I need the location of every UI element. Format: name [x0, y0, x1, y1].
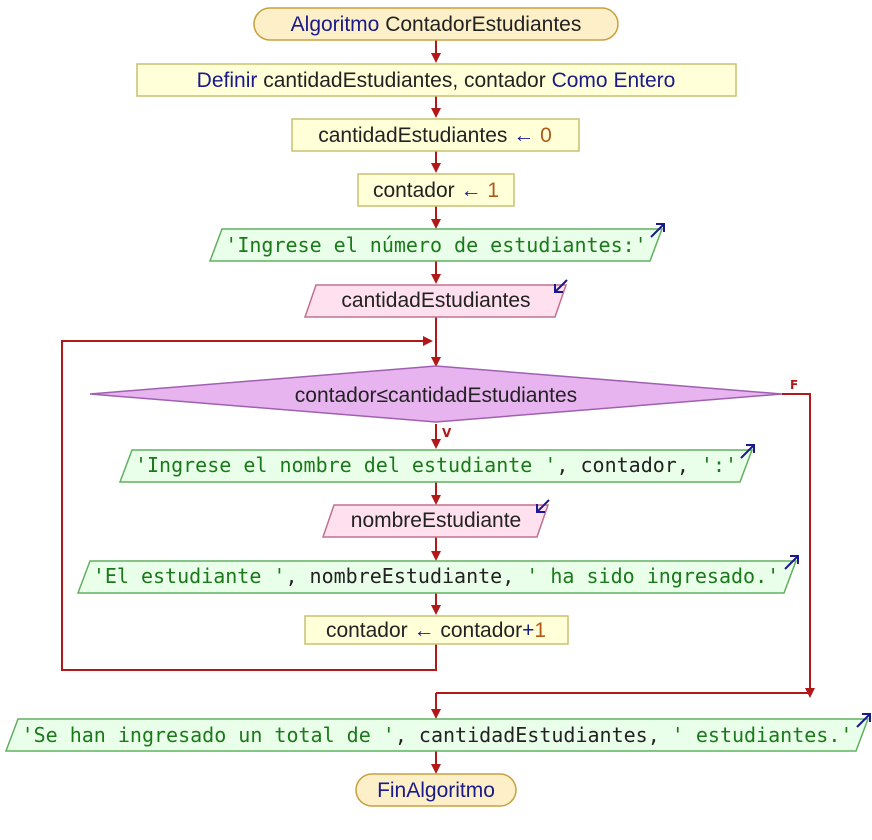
output-total: 'Se han ingresado un total de ', cantida…: [4, 713, 871, 752]
output-string-1: 'El estudiante ': [93, 564, 286, 588]
output-middle: , contador,: [556, 453, 701, 477]
output-text: 'Ingrese el número de estudiantes:': [225, 233, 646, 257]
output-arrow-icon: [856, 713, 871, 728]
svg-text:contador ← 1: contador ← 1: [373, 179, 499, 202]
output-confirmation: 'El estudiante ', nombreEstudiante, ' ha…: [76, 555, 799, 594]
fin-algoritmo-keyword: FinAlgoritmo: [377, 779, 495, 802]
output-prompt-count: 'Ingrese el número de estudiantes:': [208, 223, 665, 262]
end-terminal: FinAlgoritmo: [355, 773, 517, 807]
output-prompt-name: 'Ingrese el nombre del estudiante ', con…: [118, 444, 755, 483]
true-label: V: [442, 426, 452, 440]
assign-expr: contador: [440, 619, 522, 642]
false-branch-connector: [782, 393, 811, 693]
algorithm-name: ContadorEstudiantes: [385, 13, 581, 36]
algoritmo-keyword: Algoritmo: [291, 13, 380, 36]
type-keyword: Entero: [613, 69, 675, 92]
svg-text:'Ingrese el nombre del estudia: 'Ingrese el nombre del estudiante ', con…: [135, 453, 737, 477]
output-arrow-icon: [740, 444, 755, 459]
assign-var: cantidadEstudiantes: [318, 124, 507, 147]
output-arrow-icon: [650, 223, 665, 238]
define-process: Definir cantidadEstudiantes, contador Co…: [136, 63, 737, 97]
svg-text:Definir cantidadEstudiantes, c: Definir cantidadEstudiantes, contador Co…: [197, 69, 676, 92]
assign-value: 0: [540, 124, 552, 147]
start-terminal: Algoritmo ContadorEstudiantes: [253, 7, 619, 41]
input-arrow-icon: [554, 279, 568, 293]
definir-keyword: Definir: [197, 69, 258, 92]
output-string-2: ' estudiantes.': [672, 723, 853, 747]
input-text: cantidadEstudiantes: [341, 289, 530, 312]
input-nombre: nombreEstudiante: [321, 499, 550, 538]
svg-text:'Se han ingresado un total de: 'Se han ingresado un total de ', cantida…: [22, 723, 853, 747]
connectors: [61, 40, 815, 774]
input-cantidad: cantidadEstudiantes: [303, 279, 568, 318]
increment-process: contador ← contador+1: [304, 615, 569, 645]
assign-var: contador: [326, 619, 408, 642]
assign-value: 1: [487, 179, 499, 202]
output-arrow-icon: [784, 555, 799, 570]
output-string-1: 'Se han ingresado un total de ': [22, 723, 395, 747]
assign-arrow: ←: [414, 619, 435, 642]
output-middle: , nombreEstudiante,: [285, 564, 526, 588]
assign-arrow: ←: [461, 179, 482, 202]
input-arrow-icon: [536, 499, 550, 513]
false-label: F: [790, 378, 798, 392]
while-condition: contador≤cantidadEstudiantes V F: [89, 365, 798, 440]
input-text: nombreEstudiante: [351, 509, 521, 532]
plus-operator: +: [522, 619, 534, 642]
output-string-1: 'Ingrese el nombre del estudiante ': [135, 453, 556, 477]
define-vars: cantidadEstudiantes, contador: [263, 69, 546, 92]
assign-contador-process: contador ← 1: [357, 173, 515, 207]
assign-var: contador: [373, 179, 455, 202]
output-string-2: ':': [701, 453, 737, 477]
svg-text:'El estudiante ', nombreEstudi: 'El estudiante ', nombreEstudiante, ' ha…: [93, 564, 779, 588]
condition-text: contador≤cantidadEstudiantes: [295, 384, 577, 407]
svg-text:Algoritmo ContadorEstudiantes: Algoritmo ContadorEstudiantes: [291, 13, 582, 36]
svg-text:cantidadEstudiantes ← 0: cantidadEstudiantes ← 0: [318, 124, 552, 147]
assign-arrow: ←: [513, 124, 534, 147]
como-keyword: Como: [552, 69, 608, 92]
assign-value: 1: [534, 619, 546, 642]
svg-text:contador ← contador+1: contador ← contador+1: [326, 619, 546, 642]
output-string-2: ' ha sido ingresado.': [526, 564, 779, 588]
assign-cantidad-process: cantidadEstudiantes ← 0: [291, 118, 580, 152]
output-middle: , cantidadEstudiantes,: [395, 723, 672, 747]
